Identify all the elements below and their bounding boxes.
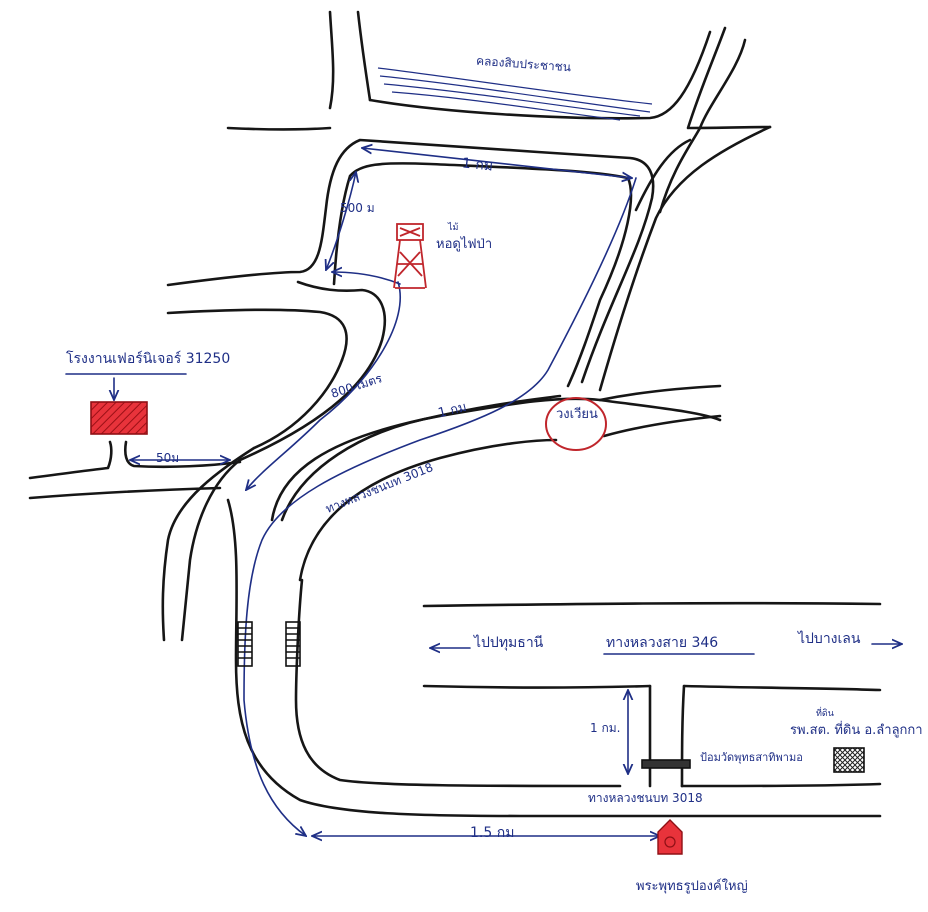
highway-3018-inner xyxy=(280,397,722,522)
highway-3018-lower-label: ทางหลวงชนบท 3018 xyxy=(588,791,703,805)
route-right-diagonal xyxy=(243,177,637,836)
distance-1-5km-label: 1.5 กม xyxy=(470,825,515,841)
buddha-shrine-icon xyxy=(657,819,683,855)
temple-label: ป้อมวัดพุทธสาทิพามอ xyxy=(700,751,803,764)
road-right-diag xyxy=(598,125,772,392)
school-label: รพ.สต. ที่ดิน อ.ลำลูกกา xyxy=(790,723,923,738)
road-north-right xyxy=(356,10,372,102)
school-icon xyxy=(833,747,865,773)
highway-3018-upper xyxy=(270,394,562,522)
factory-road-top-b xyxy=(123,440,242,469)
inner-road-b xyxy=(161,358,344,642)
road-top-h2 xyxy=(688,125,772,130)
highway-346-top xyxy=(422,601,882,608)
road-west-upper xyxy=(166,308,348,362)
roundabout-icon xyxy=(545,397,607,451)
bridge-icon xyxy=(237,621,691,769)
route-inner-800m xyxy=(246,281,401,490)
route-top-1km xyxy=(362,148,632,178)
highway-346-bottom-b xyxy=(682,684,882,692)
factory-road-top xyxy=(28,440,113,480)
lower-distance-label: 1 กม. xyxy=(590,721,621,735)
highway-3018-upper-b xyxy=(598,384,722,402)
route-left-500m xyxy=(326,172,356,270)
factory-label: โรงงานเฟอร์นิเจอร์ 31250 xyxy=(66,351,231,367)
fire-tower-icon xyxy=(393,223,427,289)
distance-50m-label: 50ม xyxy=(156,451,180,465)
inner-road-a xyxy=(180,280,387,642)
junction-label: วงเวียน xyxy=(556,407,598,422)
factory-road-bottom xyxy=(28,486,222,500)
route-lines xyxy=(65,148,902,836)
left-distance-label: 500 ม xyxy=(340,201,375,215)
highway-3018-inner-b xyxy=(294,578,622,788)
highway-3018-curve-b xyxy=(602,414,722,438)
loop-outer xyxy=(166,138,655,384)
road-north-left xyxy=(328,10,335,110)
buddha-statue-label: พระพุทธรูปองค์ใหญ่ xyxy=(636,879,748,894)
factory-icon xyxy=(90,401,148,435)
highway-346-label: ทางหลวงสาย 346 xyxy=(606,635,719,651)
road-ne-outer-2 xyxy=(658,126,702,214)
lower-right-road xyxy=(680,782,882,788)
road-ne-outer-1 xyxy=(634,138,692,212)
canal-water xyxy=(377,67,653,121)
road-network xyxy=(28,10,882,818)
road-top-h1 xyxy=(226,126,332,131)
route-tower-entry xyxy=(332,272,401,285)
to-east-label: ไปบางเลน xyxy=(798,631,861,647)
fire-tower-top-label: ไม้ xyxy=(448,223,459,233)
highway-3018-outer xyxy=(226,498,882,818)
school-top-label: ที่ดิน xyxy=(816,709,834,719)
road-ne-1 xyxy=(686,26,727,130)
fire-tower-label: หอดูไฟป่า xyxy=(436,237,493,252)
highway-3018-curve xyxy=(298,438,558,582)
to-west-label: ไปปทุมธานี xyxy=(474,635,544,651)
road-ne-2 xyxy=(698,38,747,130)
top-distance-label: 1 กม xyxy=(461,155,494,175)
highway-346-bottom xyxy=(422,684,652,689)
connector-road-right xyxy=(680,684,686,788)
canal-bank xyxy=(368,30,712,120)
